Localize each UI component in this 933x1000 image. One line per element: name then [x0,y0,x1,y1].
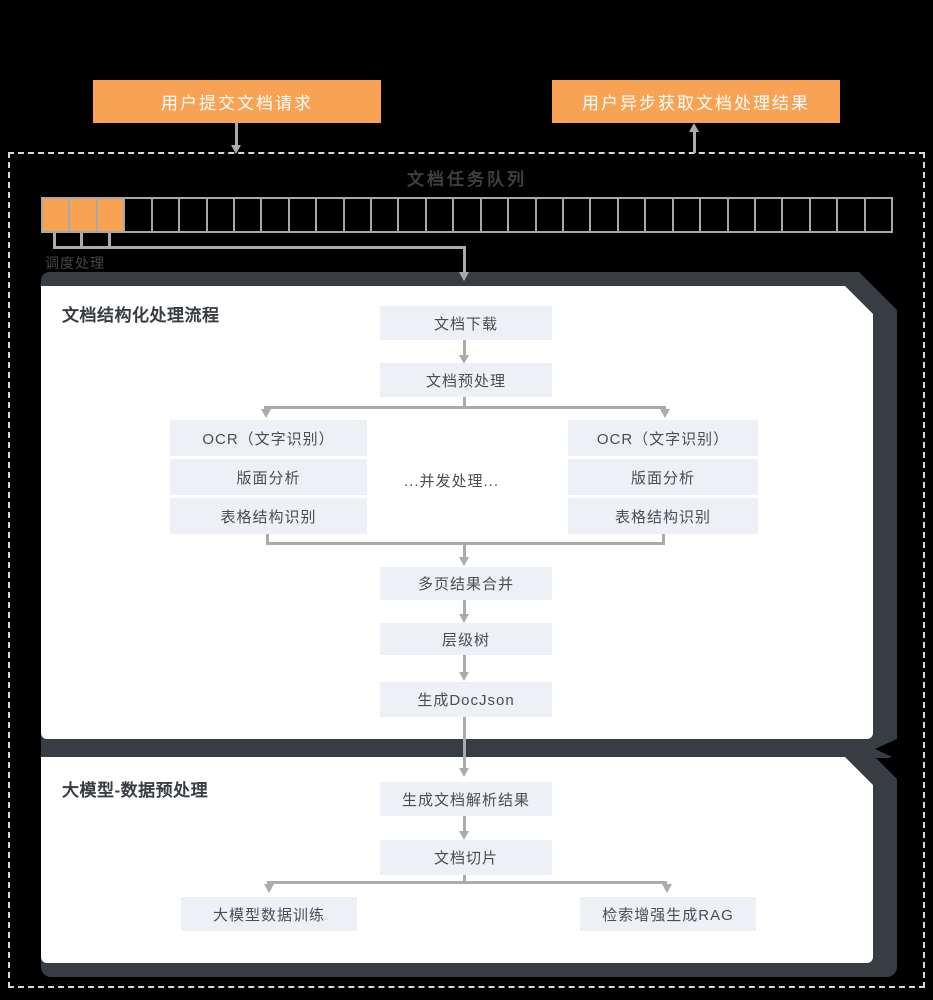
queue-leg-line [53,233,56,248]
node-merge-pages: 多页结果合并 [380,567,552,600]
queue-cell [534,197,565,233]
node-ocr-right: OCR（文字识别） [568,420,758,456]
queue-cell [123,197,153,233]
node-rag: 检索增强生成RAG [580,897,756,931]
queue-cell [41,197,71,233]
queue-cell [178,197,208,233]
node-doc-slice: 文档切片 [380,840,552,875]
connector-line [463,397,466,408]
node-layout-right: 版面分析 [568,459,758,495]
queue-dispatch-line [463,246,466,274]
queue-cell [342,197,373,233]
connector-line [463,600,466,615]
llm-panel-title: 大模型-数据预处理 [62,781,209,800]
arrow-down-icon [459,768,469,777]
queue-cell [260,197,290,233]
arrow-down-icon [459,614,469,623]
queue-cell [562,197,592,233]
node-doc-download: 文档下载 [380,306,552,340]
queue-cell [644,197,674,233]
queue-cell [671,197,702,233]
fetch-arrow-up-icon [689,123,699,132]
arrow-down-icon [264,884,274,893]
queue-cell [863,197,894,233]
arrow-down-icon [261,409,271,418]
queue-cell [808,197,839,233]
connector-line [662,534,665,545]
queue-cell [150,197,181,233]
arrow-down-icon [459,557,469,566]
user-submit-request-label: 用户提交文档请求 [161,94,313,113]
node-parse-result: 生成文档解析结果 [380,782,552,816]
queue-cell [287,197,318,233]
queue-cell [589,197,619,233]
queue-cell [232,197,263,233]
queue-cell [507,197,537,233]
queue-cell [397,197,427,233]
dispatch-arrow-down-icon [459,272,469,281]
connector-line [264,406,666,409]
connector-line [266,534,269,545]
node-layout-left: 版面分析 [170,459,367,495]
connector-line [463,340,466,356]
connector-line [267,881,667,884]
queue-title: 文档任务队列 [407,170,527,189]
queue-leg-line [80,233,83,248]
submit-arrow-down-icon [231,145,241,154]
task-queue-cells [41,197,894,233]
queue-cell [836,197,866,233]
connector-line [463,816,466,832]
node-ocr-left: OCR（文字识别） [170,420,367,456]
user-fetch-result-box: 用户异步获取文档处理结果 [552,80,840,123]
user-fetch-result-label: 用户异步获取文档处理结果 [582,94,810,113]
node-llm-training: 大模型数据训练 [181,897,357,931]
queue-cell [726,197,756,233]
queue-cell [424,197,455,233]
connector-line [463,717,466,769]
queue-cell [479,197,510,233]
connector-line [463,542,466,558]
arrow-down-icon [459,831,469,840]
node-generate-docjson: 生成DocJson [380,682,552,717]
node-table-left: 表格结构识别 [170,498,367,534]
queue-cell [452,197,482,233]
queue-cell [781,197,811,233]
arrow-down-icon [459,672,469,681]
queue-cell [95,197,126,233]
queue-cell [68,197,98,233]
arrow-down-icon [660,409,670,418]
queue-cell [205,197,235,233]
arrow-down-icon [662,884,672,893]
queue-cell [699,197,729,233]
arrow-down-icon [459,355,469,364]
queue-dispatch-line [53,246,466,249]
queue-cell [753,197,784,233]
node-hierarchy-tree: 层级树 [380,623,552,655]
connector-line [463,655,466,673]
queue-cell [370,197,400,233]
connector-line [463,875,466,884]
node-doc-preprocess: 文档预处理 [380,363,552,397]
submit-arrow-line [235,122,238,146]
concurrent-label: ...并发处理... [404,473,500,490]
node-table-right: 表格结构识别 [568,498,758,534]
task-queue-boundary [8,152,925,988]
queue-cell [616,197,647,233]
panel-junction-notch [875,739,897,759]
structuring-panel-title: 文档结构化处理流程 [62,306,220,325]
fetch-arrow-line [693,131,696,153]
queue-cell [315,197,345,233]
user-submit-request-box: 用户提交文档请求 [93,80,381,123]
scheduler-label: 调度处理 [45,255,105,271]
structuring-panel [41,272,897,758]
queue-leg-line [108,233,111,248]
